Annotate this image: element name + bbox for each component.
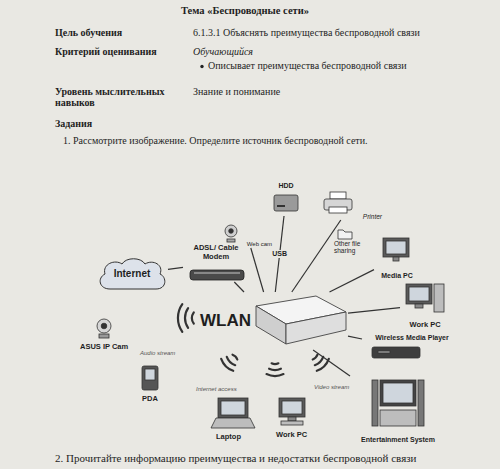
node-label: ADSL/ Cable Modem: [183, 244, 249, 261]
device-label: Other file sharing: [334, 240, 374, 254]
work-pc-icon: [406, 284, 444, 312]
connector-line: [168, 267, 183, 269]
media-pc-icon: [383, 238, 409, 261]
work-pc-icon: [279, 398, 305, 425]
ip-cam-icon: [97, 319, 111, 338]
node-label: Entertainment System: [361, 436, 435, 444]
laptop-icon: [211, 398, 255, 428]
header-value: Обучающийся: [193, 46, 253, 58]
connector-line: [251, 248, 264, 292]
pda-icon: [142, 366, 158, 390]
header-label: Критерий оценивания: [55, 46, 157, 58]
connector-line: [348, 308, 400, 314]
bullet-text: Описывает преимущества беспроводной связ…: [208, 60, 407, 72]
node-label: Printer: [363, 213, 382, 220]
internet-cloud: Internet: [96, 256, 168, 292]
wlan-router: WLAN: [196, 292, 348, 350]
task-text: 1. Рассмотрите изображение. Определите и…: [63, 135, 368, 147]
media-player: Wireless Media Player: [362, 334, 462, 364]
work-pc: Work PC: [400, 280, 450, 330]
node-label: HDD: [278, 182, 293, 190]
node-label: Web cam: [247, 241, 272, 248]
media-player-icon: [372, 347, 420, 358]
stream-label: Internet access: [196, 386, 237, 393]
node-label: Internet: [114, 268, 151, 280]
header-label: Уровень мыслительных навыков: [55, 86, 183, 108]
webcam-device: Web cam: [222, 222, 272, 248]
stream-label: Audio stream: [140, 350, 175, 357]
device-label: Work PC: [276, 430, 307, 439]
hdd-device: HDD: [268, 182, 304, 216]
device-label: ASUS IP Cam: [80, 342, 128, 351]
node-label: Work PC: [409, 321, 440, 330]
connector-line: [348, 336, 362, 339]
entertainment-icon: [372, 380, 424, 426]
router-icon: [256, 296, 346, 344]
page-title: Тема «Беспроводные сети»: [120, 5, 370, 18]
header-value: 6.1.3.1 Объяснять преимущества беспровод…: [193, 27, 420, 39]
webcam-icon: [225, 225, 237, 242]
media-pc: Media PC: [374, 236, 420, 280]
hdd-icon: [274, 195, 298, 211]
cloud-shape: [100, 259, 165, 289]
header-value: Знание и понимание: [193, 86, 280, 98]
folder-icon: [338, 230, 352, 239]
bullet-dot: [200, 65, 203, 68]
modem-icon: [190, 270, 244, 280]
node-label: WLAN: [200, 311, 251, 331]
connector-line: [330, 270, 375, 292]
node-label: Wireless Media Player: [375, 334, 448, 342]
node-label: Media PC: [381, 272, 413, 280]
header-label: Цель обучения: [55, 27, 122, 39]
connector-label: USB: [271, 250, 288, 258]
device-label: PDA: [142, 394, 158, 403]
stream-label: Video stream: [314, 384, 349, 391]
modem-device: ADSL/ Cable Modem: [183, 244, 249, 282]
printer-icon: [324, 192, 352, 213]
connector-line: [292, 220, 341, 292]
wireless-waves: [178, 304, 329, 376]
printer-device: Printer: [320, 190, 382, 220]
section-heading: Задания: [55, 118, 92, 130]
connector-line: [234, 282, 244, 292]
entertainment-system: Entertainment System: [350, 376, 446, 444]
task-text: 2. Прочитайте информацию преимущества и …: [55, 452, 416, 465]
device-label: Laptop: [216, 432, 241, 441]
connector-line: [313, 350, 350, 376]
